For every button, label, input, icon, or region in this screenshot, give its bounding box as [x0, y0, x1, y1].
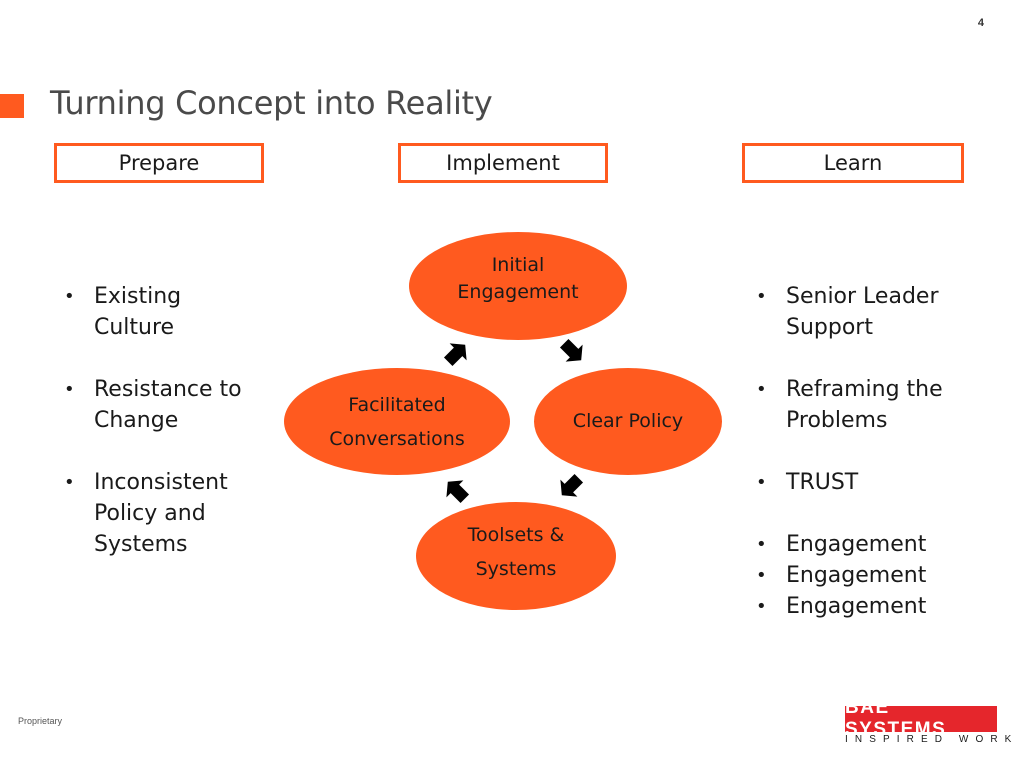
cycle-node-toolsets-systems: Toolsets & Systems: [416, 502, 616, 610]
list-item: Existing Culture: [61, 281, 266, 343]
title-accent-square: [0, 94, 24, 118]
cycle-label-initial-engagement: Initial Engagement: [457, 254, 579, 303]
arrow-icon: [559, 338, 583, 362]
bae-systems-logo: BAE SYSTEMS: [845, 697, 997, 740]
phase-label-learn: Learn: [823, 151, 883, 175]
list-item: Engagement: [753, 591, 968, 622]
arrow-icon: [446, 480, 470, 504]
slide-title: Turning Concept into Reality: [50, 84, 493, 122]
cycle-node-facilitated-conversations: Facilitated Conversations: [284, 368, 510, 475]
arrow-icon: [443, 343, 467, 367]
logo-name: BAE SYSTEMS: [845, 697, 947, 740]
list-item: Senior Leader Support: [753, 281, 968, 343]
phase-box-implement: Implement: [398, 143, 608, 183]
phase-label-prepare: Prepare: [118, 151, 200, 175]
arrow-icon: [560, 473, 584, 497]
cycle-node-initial-engagement: Initial Engagement: [409, 232, 627, 340]
phase-box-learn: Learn: [742, 143, 964, 183]
cycle-label-toolsets-systems: Toolsets & Systems: [467, 524, 565, 580]
list-item: Resistance to Change: [61, 374, 266, 436]
cycle-label-facilitated-conversations: Facilitated Conversations: [329, 393, 465, 450]
list-item: Reframing the Problems: [753, 374, 968, 436]
cycle-node-clear-policy: Clear Policy: [534, 368, 722, 475]
phase-box-prepare: Prepare: [54, 143, 264, 183]
logo-tagline: INSPIRED WORK: [845, 734, 1019, 745]
list-item: Engagement: [753, 560, 968, 591]
cycle-label-clear-policy: Clear Policy: [572, 410, 684, 432]
prepare-bullet-list: Existing Culture Resistance to Change In…: [61, 281, 266, 560]
learn-bullet-list: Senior Leader Support Reframing the Prob…: [753, 281, 968, 622]
list-item: Engagement: [753, 529, 968, 560]
list-item: TRUST: [753, 467, 968, 498]
list-item: Inconsistent Policy and Systems: [61, 467, 266, 560]
phase-label-implement: Implement: [446, 151, 560, 175]
page-number: 4: [977, 17, 984, 29]
footer-classification: Proprietary: [18, 716, 63, 726]
